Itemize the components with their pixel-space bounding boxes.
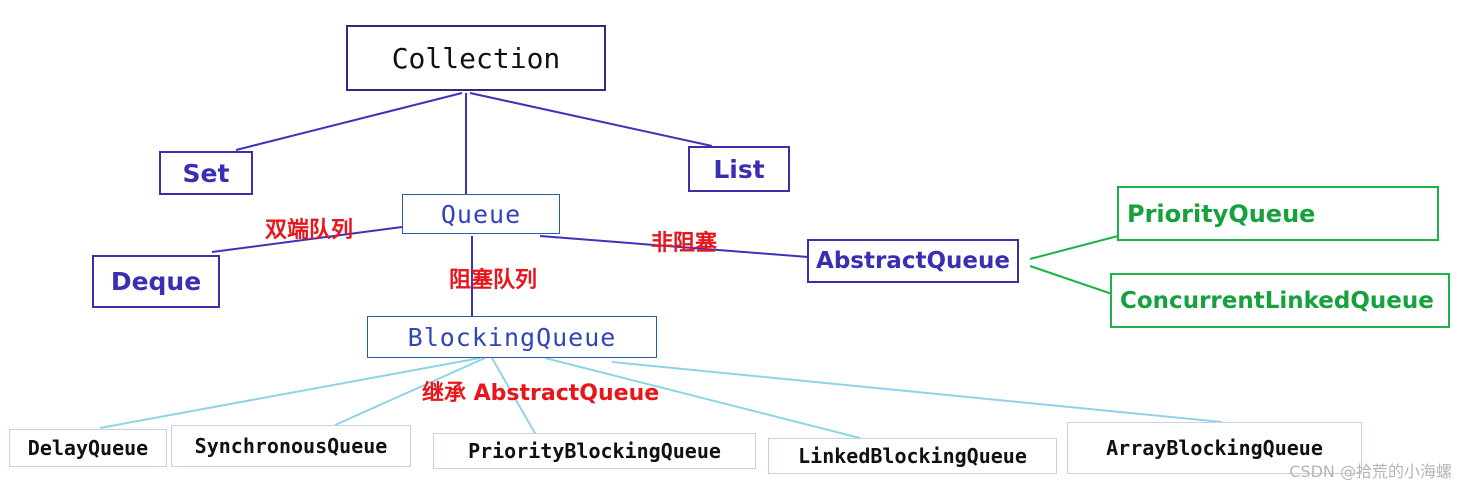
edge-bq-priorityblocking (491, 357, 537, 436)
node-priority-blocking-queue: PriorityBlockingQueue (433, 433, 756, 469)
edge-bq-synchronous (334, 357, 486, 426)
label-deque-edge: 双端队列 (265, 218, 354, 243)
label-inherit-edge: 继承 AbstractQueue (422, 381, 660, 406)
label-blocking-edge: 阻塞队列 (449, 268, 538, 293)
edge-bq-linkedblocking (544, 357, 861, 439)
node-priority-queue: PriorityQueue (1117, 186, 1439, 241)
edge-queue-deque (211, 226, 403, 253)
edge-abstract-concurrent (1029, 265, 1113, 295)
node-blocking-queue: BlockingQueue (367, 316, 657, 358)
edge-bq-arrayblocking (611, 361, 1223, 423)
node-concurrent-linked-queue: ConcurrentLinkedQueue (1110, 273, 1450, 328)
edge-abstract-priority (1029, 235, 1119, 260)
csdn-watermark: CSDN @拾荒的小海螺 (1289, 462, 1452, 481)
node-delay-queue: DelayQueue (9, 429, 167, 467)
node-queue: Queue (402, 194, 560, 234)
node-list: List (688, 146, 790, 192)
node-array-blocking-queue: ArrayBlockingQueue (1067, 422, 1362, 474)
edge-bq-delay (99, 357, 481, 429)
node-linked-blocking-queue: LinkedBlockingQueue (768, 438, 1057, 474)
node-abstract-queue: AbstractQueue (807, 239, 1019, 283)
node-collection: Collection (346, 25, 606, 91)
edge-collection-list (469, 92, 713, 147)
node-synchronous-queue: SynchronousQueue (171, 425, 411, 467)
edge-queue-abstractqueue (539, 235, 809, 258)
node-deque: Deque (92, 255, 220, 308)
edge-collection-set (235, 92, 463, 151)
node-set: Set (159, 151, 253, 195)
label-non-blocking-edge: 非阻塞 (651, 231, 718, 256)
